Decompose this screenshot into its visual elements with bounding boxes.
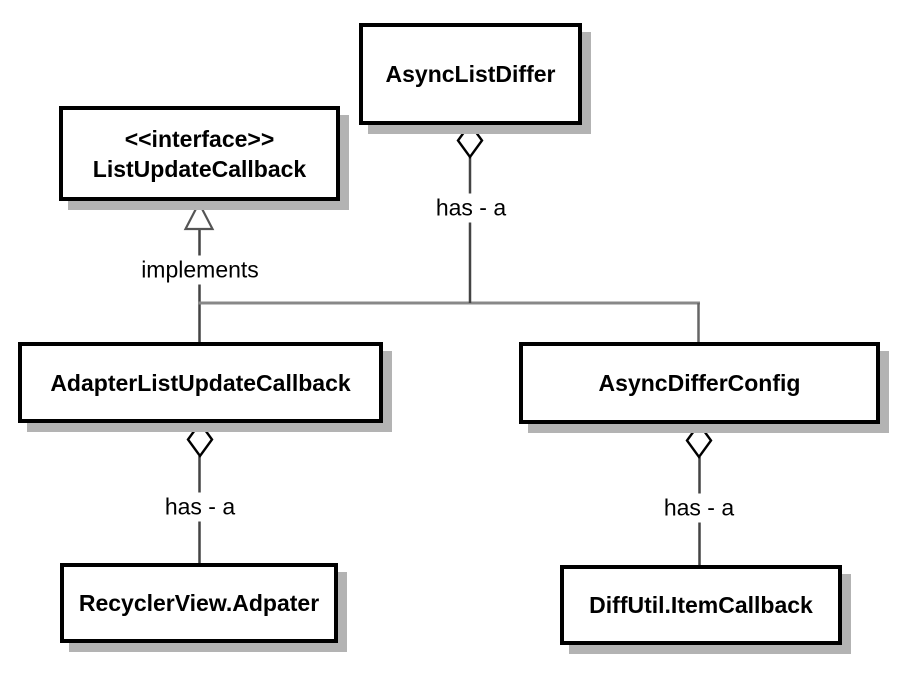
aggregation-diamond-icon-async-list-differ bbox=[456, 121, 484, 160]
edge-label-implements: implements bbox=[134, 255, 266, 285]
aggregation-diamond-icon-async-differ-config bbox=[685, 421, 713, 460]
class-box-async-list-differ: AsyncListDiffer bbox=[359, 23, 582, 125]
class-name-async-list-differ: AsyncListDiffer bbox=[385, 61, 556, 87]
class-name-list-update-callback: ListUpdateCallback bbox=[92, 155, 307, 182]
class-box-adapter-list-update-callback: AdapterListUpdateCallback bbox=[18, 342, 383, 423]
class-name-recycler-view-adapter: RecyclerView.Adpater bbox=[78, 590, 320, 616]
class-stereotype-list-update-callback: <<interface>> bbox=[124, 125, 275, 152]
edge-label-has-a-left: has - a bbox=[157, 492, 243, 522]
class-name-adapter-list-update-callback: AdapterListUpdateCallback bbox=[50, 369, 351, 396]
edge-label-has-a-top: has - a bbox=[428, 193, 514, 223]
class-box-recycler-view-adapter: RecyclerView.Adpater bbox=[60, 563, 338, 643]
class-name-diff-util-item-callback: DiffUtil.ItemCallback bbox=[589, 592, 813, 618]
class-box-list-update-callback: <<interface>> ListUpdateCallback bbox=[59, 106, 340, 201]
aggregation-diamond-icon-adapter-list-update-callback bbox=[186, 420, 214, 459]
class-box-diff-util-item-callback: DiffUtil.ItemCallback bbox=[560, 565, 842, 645]
class-box-async-differ-config: AsyncDifferConfig bbox=[519, 342, 880, 424]
class-name-async-differ-config: AsyncDifferConfig bbox=[598, 370, 801, 396]
edge-label-has-a-right: has - a bbox=[656, 493, 742, 523]
generalization-triangle-icon bbox=[183, 200, 215, 231]
